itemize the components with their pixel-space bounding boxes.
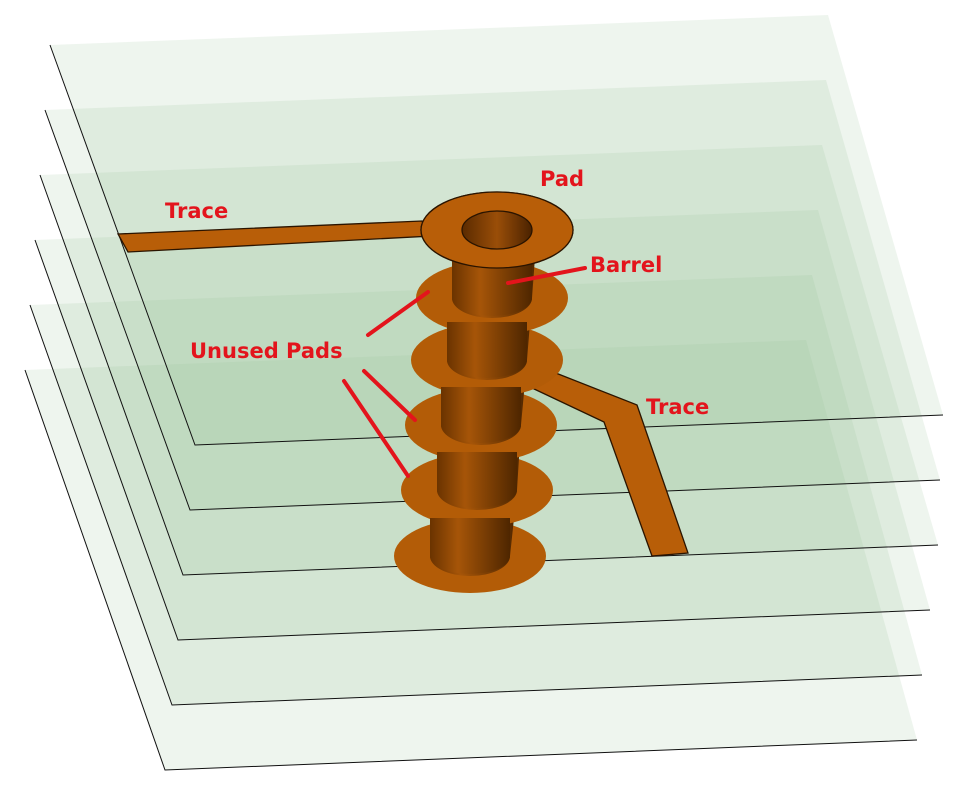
barrel-segment bbox=[447, 322, 527, 378]
barrel-segment bbox=[437, 452, 517, 508]
barrel-segment bbox=[441, 387, 521, 443]
label-barrel: Barrel bbox=[590, 253, 662, 277]
label-unused-pads: Unused Pads bbox=[190, 339, 343, 363]
unused-pad-leader-line bbox=[366, 290, 430, 337]
label-trace-left: Trace bbox=[165, 199, 228, 223]
via bbox=[394, 191, 574, 593]
via-hole bbox=[461, 210, 533, 250]
layer-edge bbox=[24, 369, 918, 771]
unused-pad-leader-line bbox=[362, 369, 417, 422]
label-trace-right: Trace bbox=[646, 395, 709, 419]
layer-edge bbox=[49, 44, 944, 446]
barrel-segment bbox=[452, 260, 532, 316]
layer-edge bbox=[34, 239, 931, 641]
barrel-leader-line bbox=[506, 266, 587, 285]
layer-edge bbox=[44, 109, 941, 511]
barrel-segment bbox=[430, 518, 510, 574]
layer-edge bbox=[39, 174, 939, 576]
label-pad: Pad bbox=[540, 167, 584, 191]
layer-edge bbox=[29, 304, 923, 706]
unused-pad-leader-line bbox=[342, 379, 410, 478]
